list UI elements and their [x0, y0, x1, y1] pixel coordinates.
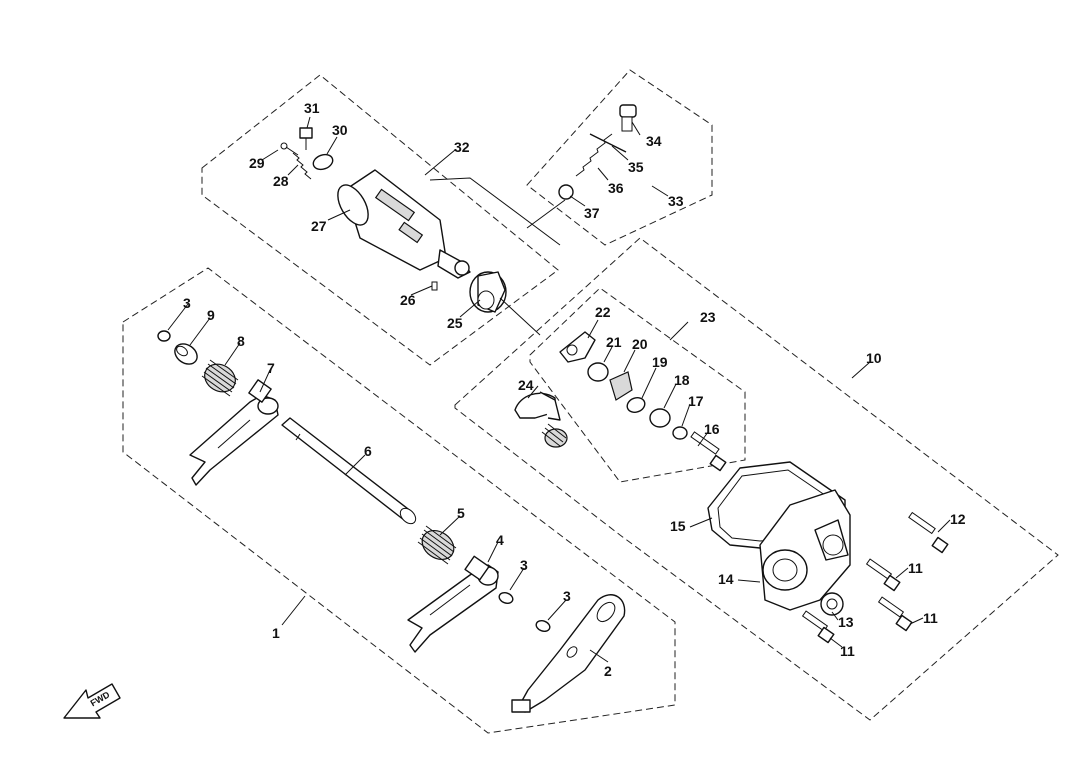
callout-7: 7 [267, 360, 275, 376]
callout-30: 30 [332, 122, 348, 138]
bracket-22-part [559, 331, 596, 363]
spring-8-part [201, 359, 239, 397]
callout-23: 23 [700, 309, 716, 325]
callout-9: 9 [207, 307, 215, 323]
circlip-3a-part [157, 330, 171, 342]
callout-17: 17 [688, 393, 704, 409]
callout-31: 31 [304, 100, 320, 116]
washer-19-part [626, 397, 646, 413]
plug-34-part [619, 104, 637, 132]
callout-5: 5 [457, 505, 465, 521]
callout-13: 13 [838, 614, 854, 630]
callout-12: 12 [950, 511, 966, 527]
callout-28: 28 [273, 173, 289, 189]
seal-13-part [820, 592, 844, 616]
bolt-16-part [690, 431, 727, 472]
callout-3b: 3 [520, 557, 528, 573]
callout-6: 6 [364, 443, 372, 459]
callout-10: 10 [866, 350, 882, 366]
callout-24: 24 [518, 377, 534, 393]
callout-37: 37 [584, 205, 600, 221]
shift-fork-7-part [189, 379, 279, 486]
group-outline-shift-shaft-assembly [529, 287, 746, 483]
group-outline-shift-drum-assembly [201, 74, 559, 366]
bearing-25-part [469, 271, 507, 313]
callout-11a: 11 [908, 560, 923, 576]
shift-drum-27-part [337, 169, 471, 279]
callout-2: 2 [604, 663, 612, 679]
callout-25: 25 [447, 315, 463, 331]
gear-20-part [609, 371, 633, 401]
callout-20: 20 [632, 336, 648, 352]
callout-18: 18 [674, 372, 690, 388]
spring-36-part [575, 133, 613, 177]
cover-14-part [759, 489, 851, 611]
callout-34: 34 [646, 133, 662, 149]
callout-22: 22 [595, 304, 611, 320]
callout-11c: 11 [840, 643, 855, 659]
bolt-31-part [299, 127, 313, 150]
collar-18-part [649, 408, 671, 428]
shift-fork-4-part [407, 555, 499, 653]
callout-14: 14 [718, 571, 734, 587]
circlip-3c-part [535, 620, 551, 632]
callout-32: 32 [454, 139, 470, 155]
callout-16: 16 [704, 421, 720, 437]
group-outline-cover-assembly [454, 237, 1059, 721]
circlip-3b-part [498, 592, 514, 604]
callout-3a: 3 [183, 295, 191, 311]
callout-15: 15 [670, 518, 686, 534]
washer-30-part [312, 153, 334, 171]
callout-27: 27 [311, 218, 327, 234]
seal-35-part [589, 133, 627, 153]
spring-5-part [417, 525, 457, 565]
shift-segment-24-part [514, 391, 568, 448]
bolt-11a-part [865, 558, 901, 592]
collar-9-part [174, 343, 198, 365]
spring-28-part [292, 152, 312, 180]
group-outline-shift-fork-assembly [122, 267, 676, 734]
callout-4: 4 [496, 532, 504, 548]
callout-29: 29 [249, 155, 265, 171]
callout-11b: 11 [923, 610, 938, 626]
bolt-11b-part [877, 596, 913, 632]
ball-37-part [558, 184, 574, 200]
callout-21: 21 [606, 334, 622, 350]
bolt-11c-part [801, 610, 835, 644]
bolt-12-part [908, 511, 949, 554]
leader-lines [167, 116, 951, 663]
callout-33: 33 [668, 193, 684, 209]
fwd-arrow-icon: FWD [63, 683, 121, 719]
shift-shaft-part [281, 417, 417, 525]
callout-35: 35 [628, 159, 644, 175]
washer-17-part [672, 426, 688, 440]
callout-26: 26 [400, 292, 416, 308]
callout-1: 1 [272, 625, 280, 641]
pin-26-part [431, 281, 438, 291]
pin-29-part [280, 142, 299, 156]
roller-21-part [587, 362, 609, 382]
callout-19: 19 [652, 354, 668, 370]
callout-8: 8 [237, 333, 245, 349]
callout-36: 36 [608, 180, 624, 196]
callout-3c: 3 [563, 588, 571, 604]
shift-arm-2-part [511, 594, 626, 713]
group-outline-detent-assembly [526, 69, 713, 246]
